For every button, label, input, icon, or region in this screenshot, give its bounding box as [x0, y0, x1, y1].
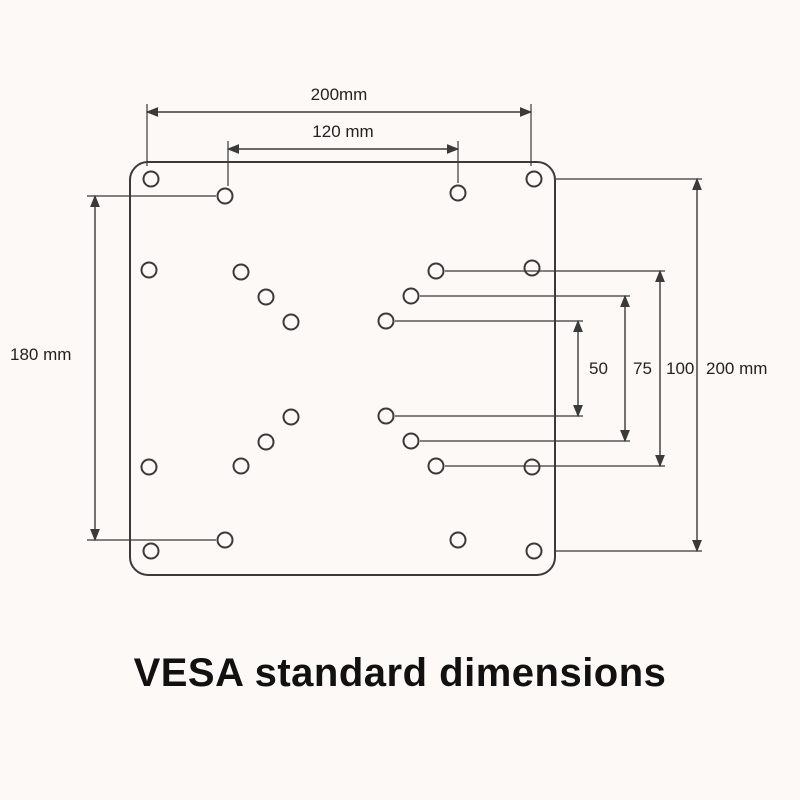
mounting-hole [377, 407, 395, 425]
mounting-hole [402, 287, 420, 305]
dimension-50: 50 [395, 319, 608, 418]
adapter-plate [129, 161, 556, 576]
mounting-hole [216, 531, 234, 549]
page-title: VESA standard dimensions [134, 651, 667, 695]
mounting-hole [257, 288, 275, 306]
dim-label-120mm: 120 mm [312, 122, 373, 141]
mounting-hole [525, 542, 543, 560]
mounting-hole [525, 170, 543, 188]
mounting-hole [257, 433, 275, 451]
mounting-hole [282, 313, 300, 331]
mounting-hole [523, 458, 541, 476]
mounting-hole [427, 457, 445, 475]
plate-outline [129, 161, 556, 576]
mounting-hole [282, 408, 300, 426]
dim-label-100: 100 [666, 359, 694, 378]
dimension-200mm-top: 200mm [145, 85, 533, 166]
mounting-holes [140, 170, 543, 560]
dim-label-50: 50 [589, 359, 608, 378]
dim-label-180mm: 180 mm [10, 345, 71, 364]
dim-label-200mm-top: 200mm [311, 85, 368, 104]
mounting-hole [140, 261, 158, 279]
dimension-100: 100 [445, 269, 694, 468]
mounting-hole [216, 187, 234, 205]
dimension-75: 75 [420, 294, 652, 443]
mounting-hole [142, 542, 160, 560]
mounting-hole [449, 184, 467, 202]
mounting-hole [140, 458, 158, 476]
mounting-hole [523, 259, 541, 277]
mounting-hole [232, 263, 250, 281]
dim-label-75: 75 [633, 359, 652, 378]
dimension-120mm: 120 mm [226, 122, 460, 186]
mounting-hole [449, 531, 467, 549]
dim-label-200mm-right: 200 mm [706, 359, 767, 378]
mounting-hole [232, 457, 250, 475]
mounting-hole [402, 432, 420, 450]
dimension-200mm-right: 200 mm [556, 177, 767, 553]
mounting-hole [377, 312, 395, 330]
mounting-hole [427, 262, 445, 280]
mounting-hole [142, 170, 160, 188]
dimension-180mm-left: 180 mm [10, 194, 216, 542]
